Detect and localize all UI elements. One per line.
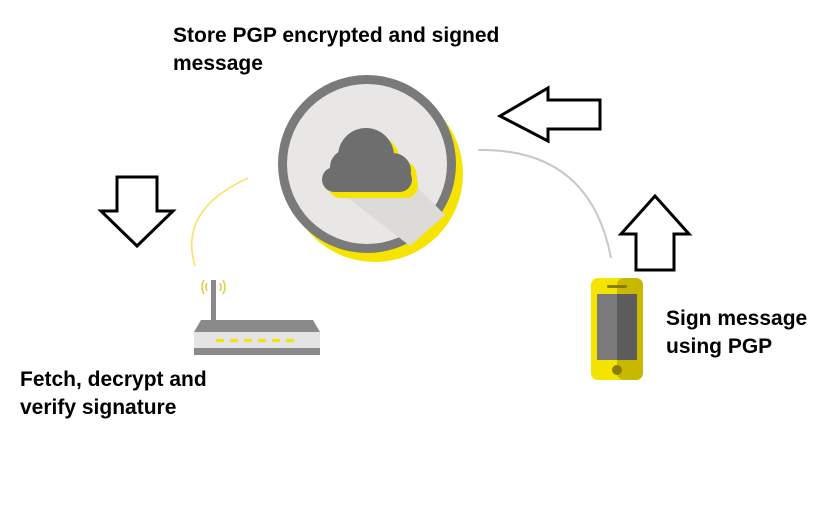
connector-cloud-to-phone [477,148,612,259]
smartphone-icon [591,278,643,380]
phone-label-line1: Sign message [666,307,808,330]
wifi-router-icon [194,279,320,355]
connector-cloud-to-router [190,177,249,267]
cloud-label-line1: Store PGP encrypted and signed [173,24,500,47]
phone-label-line2: using PGP [666,335,773,358]
router-label-line2: verify signature [20,396,177,419]
phone-label: Sign message using PGP [666,305,807,361]
cloud-storage-label: Store PGP encrypted and signed message [173,22,499,78]
router-label: Fetch, decrypt and verify signature [20,366,207,422]
arrow-down-icon [97,175,177,249]
cloud-storage-icon [278,75,463,262]
cloud-label-line2: message [173,52,263,75]
router-label-line1: Fetch, decrypt and [20,368,207,391]
arrow-left-icon [496,85,602,144]
arrow-up-icon [617,193,693,272]
